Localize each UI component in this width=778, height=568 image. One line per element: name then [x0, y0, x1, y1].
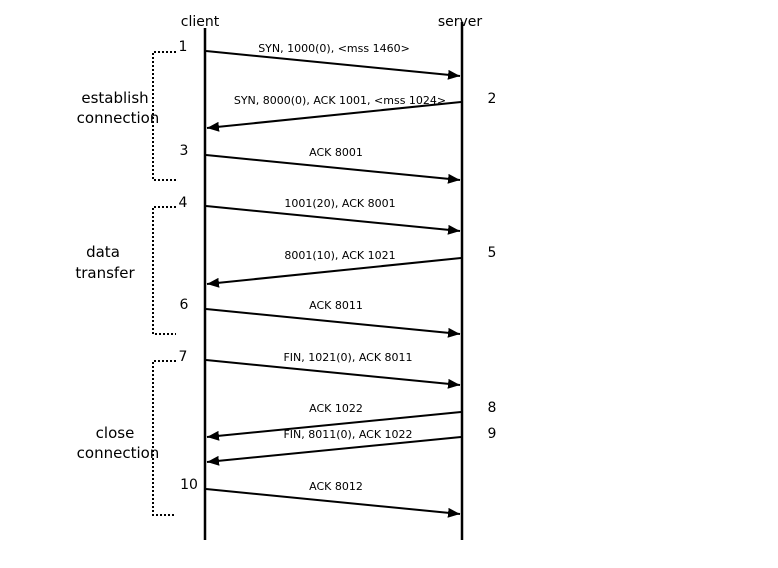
message-5-arrow: [206, 257, 462, 288]
server-header: server: [438, 14, 483, 30]
message-2-arrow: [206, 101, 462, 132]
message-6: ACK 8011 6: [180, 297, 461, 338]
message-4-arrow: [205, 205, 461, 235]
message-10-arrow: [205, 488, 461, 518]
message-10: ACK 8012 10: [180, 477, 461, 518]
message-7-arrow: [205, 359, 461, 389]
phase-data-line2: transfer: [75, 264, 135, 282]
message-5-label: 8001(10), ACK 1021: [284, 249, 395, 262]
message-8-arrow: [206, 411, 462, 441]
message-6-step: 6: [180, 297, 189, 313]
message-1-arrow: [205, 50, 461, 80]
message-8-label: ACK 1022: [309, 402, 363, 415]
message-1: SYN, 1000(0), <mss 1460> 1: [179, 39, 461, 80]
data-bracket: [152, 206, 176, 335]
message-4: 1001(20), ACK 8001 4: [179, 195, 461, 235]
message-3: ACK 8001 3: [180, 143, 461, 184]
message-1-step: 1: [179, 39, 188, 55]
message-10-step: 10: [180, 477, 198, 493]
close-bracket: [152, 360, 176, 516]
message-4-label: 1001(20), ACK 8001: [284, 197, 395, 210]
message-7-label: FIN, 1021(0), ACK 8011: [283, 351, 412, 364]
message-4-step: 4: [179, 195, 188, 211]
message-8-step: 8: [488, 400, 497, 416]
message-1-label: SYN, 1000(0), <mss 1460>: [258, 42, 410, 55]
client-header: client: [181, 14, 220, 30]
message-2-label: SYN, 8000(0), ACK 1001, <mss 1024>: [234, 94, 446, 107]
message-7-step: 7: [179, 349, 188, 365]
message-3-arrow: [205, 154, 461, 184]
phase-close-line1: close: [96, 424, 135, 442]
message-8: ACK 1022 8: [206, 400, 497, 441]
phase-close-line2: connection: [77, 444, 160, 462]
message-2-step: 2: [488, 91, 497, 107]
message-7: FIN, 1021(0), ACK 8011 7: [179, 349, 461, 389]
message-9-arrow: [206, 436, 462, 466]
message-5: 8001(10), ACK 1021 5: [206, 245, 497, 288]
message-6-label: ACK 8011: [309, 299, 363, 312]
phase-data-line1: data: [86, 243, 120, 261]
message-9: FIN, 8011(0), ACK 1022 9: [206, 426, 497, 466]
message-9-step: 9: [488, 426, 497, 442]
message-2: SYN, 8000(0), ACK 1001, <mss 1024> 2: [206, 91, 497, 132]
message-10-label: ACK 8012: [309, 480, 363, 493]
phase-establish-line1: establish: [81, 89, 148, 107]
message-6-arrow: [205, 308, 461, 338]
message-3-step: 3: [180, 143, 189, 159]
message-5-step: 5: [488, 245, 497, 261]
message-9-label: FIN, 8011(0), ACK 1022: [283, 428, 412, 441]
phase-establish-line2: connection: [77, 109, 160, 127]
message-3-label: ACK 8001: [309, 146, 363, 159]
